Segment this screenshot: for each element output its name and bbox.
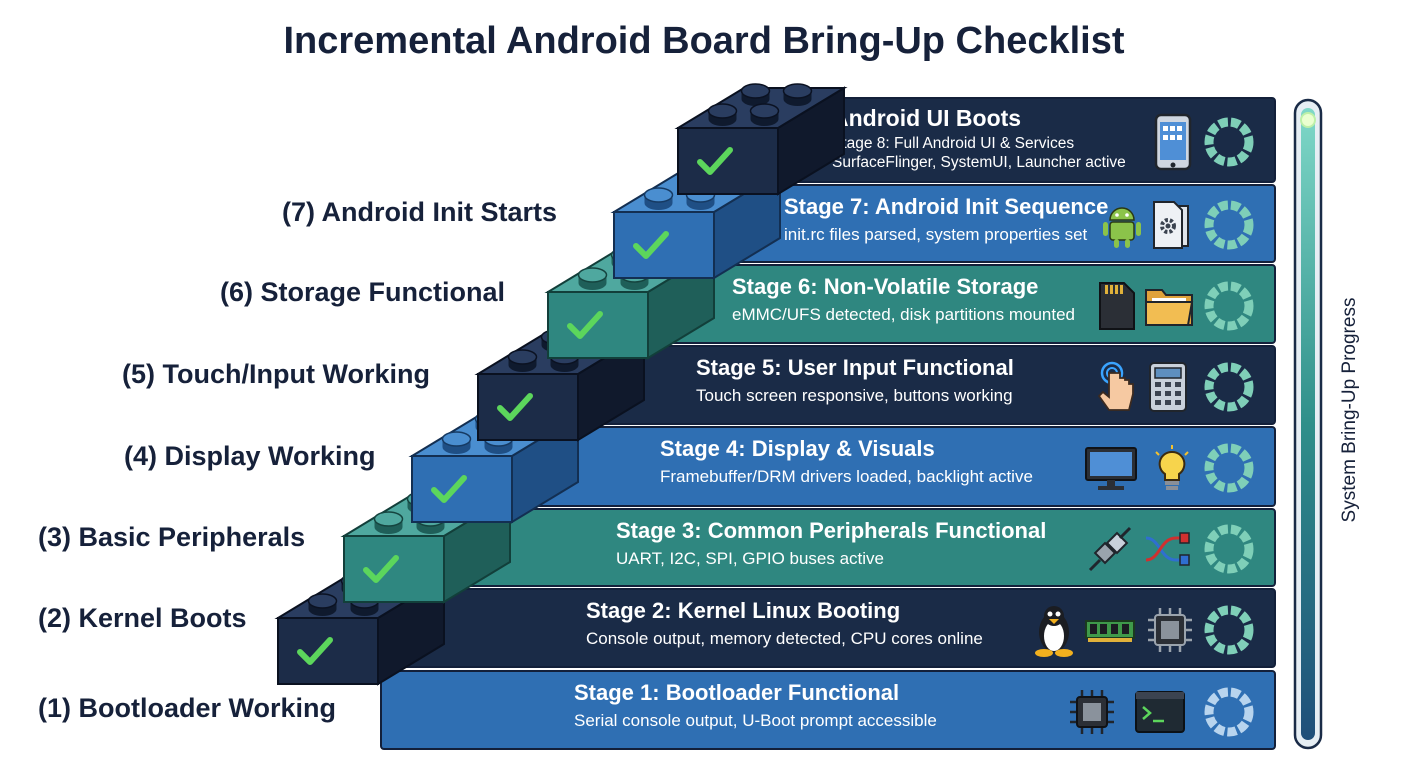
touch-hand-icon xyxy=(1097,361,1134,411)
stage-4-desc: Framebuffer/DRM drivers loaded, backligh… xyxy=(660,467,1033,486)
folder-icon xyxy=(1145,289,1194,326)
calculator-icon xyxy=(1149,362,1187,412)
stage-2-title: Stage 2: Kernel Linux Booting xyxy=(586,598,901,623)
progress-ring-icon xyxy=(1204,524,1254,574)
stage-2-desc: Console output, memory detected, CPU cor… xyxy=(586,629,983,648)
side-label-3: (3) Basic Peripherals xyxy=(38,522,306,552)
stage-1-desc: Serial console output, U-Boot prompt acc… xyxy=(574,711,937,730)
sd-card-icon xyxy=(1099,282,1135,330)
side-label-5: (5) Touch/Input Working xyxy=(122,359,430,389)
stage-7-title: Stage 7: Android Init Sequence xyxy=(784,194,1109,219)
stage-8-desc: Stage 8: Full Android UI & Services xyxy=(832,135,1075,152)
settings-file-icon xyxy=(1153,201,1189,249)
brick-2 xyxy=(274,573,448,686)
progress-label: System Bring-Up Progress xyxy=(1339,297,1360,523)
checkmark-icon xyxy=(697,147,733,175)
checkmark-icon xyxy=(497,393,533,421)
page-title: Incremental Android Board Bring-Up Check… xyxy=(283,20,1125,62)
stage-4-title: Stage 4: Display & Visuals xyxy=(660,436,935,461)
stage-2-bar: Stage 2: Kernel Linux Booting Console ou… xyxy=(344,588,1276,668)
progress-ring-icon xyxy=(1204,281,1254,331)
side-label-4: (4) Display Working xyxy=(124,441,376,471)
stage-3-title: Stage 3: Common Peripherals Functional xyxy=(616,518,1047,543)
brick-7 xyxy=(610,167,784,280)
cable-icon xyxy=(1145,532,1190,566)
checkmark-icon xyxy=(567,311,603,339)
stage-5-title: Stage 5: User Input Functional xyxy=(696,355,1014,380)
stage-3-bar: Stage 3: Common Peripherals Functional U… xyxy=(412,508,1276,587)
smartphone-icon xyxy=(1154,113,1192,171)
stage-4-bar: Stage 4: Display & Visuals Framebuffer/D… xyxy=(480,426,1276,507)
stage-5-bar: Stage 5: User Input Functional Touch scr… xyxy=(548,345,1276,425)
terminal-icon xyxy=(1135,691,1185,733)
cpu-chip-icon xyxy=(1070,690,1114,734)
stage-1-title: Stage 1: Bootloader Functional xyxy=(574,680,900,705)
stage-7-desc: init.rc files parsed, system properties … xyxy=(784,225,1088,244)
progress-ring-icon xyxy=(1204,362,1254,412)
progress-ring-icon xyxy=(1204,443,1254,493)
stage-3-desc: UART, I2C, SPI, GPIO buses active xyxy=(616,549,885,568)
stage-8-title: Android UI Boots xyxy=(832,105,1022,131)
checkmark-icon xyxy=(297,637,333,665)
connector-icon xyxy=(1088,526,1132,572)
checkmark-icon xyxy=(363,555,399,583)
android-robot-icon xyxy=(1103,207,1141,248)
progress-ring-icon xyxy=(1204,117,1254,167)
lightbulb-icon xyxy=(1155,445,1189,490)
side-label-2: (2) Kernel Boots xyxy=(38,603,247,633)
progress-ring-icon xyxy=(1204,200,1254,250)
ram-module-icon xyxy=(1085,620,1135,642)
stage-1-bar: Stage 1: Bootloader Functional Serial co… xyxy=(380,670,1276,750)
stage-5-desc: Touch screen responsive, buttons working xyxy=(696,386,1013,405)
stage-8-desc-2: SurfaceFlinger, SystemUI, Launcher activ… xyxy=(832,154,1126,171)
stage-6-desc: eMMC/UFS detected, disk partitions mount… xyxy=(732,305,1075,324)
progress-ring-icon xyxy=(1204,687,1254,737)
stage-6-title: Stage 6: Non-Volatile Storage xyxy=(732,274,1039,299)
checkmark-icon xyxy=(633,231,669,259)
side-label-7: (7) Android Init Starts xyxy=(282,197,557,227)
monitor-icon xyxy=(1085,447,1137,490)
checkmark-icon xyxy=(431,475,467,503)
tux-penguin-icon xyxy=(1035,606,1073,657)
progress-ring-icon xyxy=(1204,605,1254,655)
side-label-6: (6) Storage Functional xyxy=(220,277,506,307)
cpu-chip-icon xyxy=(1148,608,1192,652)
side-label-1: (1) Bootloader Working xyxy=(38,693,337,723)
progress-bar xyxy=(1293,98,1323,750)
stage-6-bar: Stage 6: Non-Volatile Storage eMMC/UFS d… xyxy=(612,264,1276,344)
brick-8 xyxy=(674,83,848,196)
